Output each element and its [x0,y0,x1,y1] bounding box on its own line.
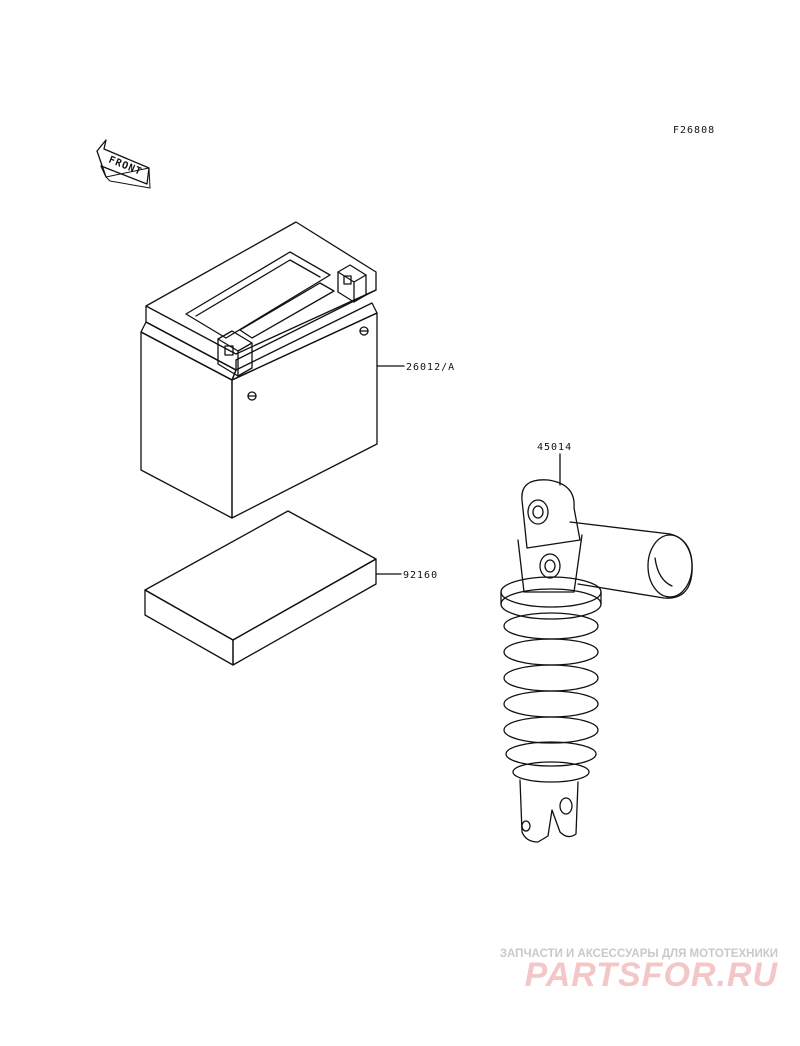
front-arrow-icon: FRONT [96,139,151,189]
battery-illustration [140,221,378,519]
part-label-shock: 45014 [537,442,572,453]
watermark-logo: PARTSFOR.RU [524,956,778,994]
shock-absorber-illustration [500,453,693,843]
figure-code: F26808 [673,125,715,136]
pad-illustration [144,510,377,666]
part-label-pad: 92160 [403,570,438,581]
watermark-tagline: ЗАПЧАСТИ И АКСЕССУАРЫ ДЛЯ МОТОТЕХНИКИ [499,948,778,960]
part-label-battery: 26012/A [406,362,455,373]
watermark: ЗАПЧАСТИ И АКСЕССУАРЫ ДЛЯ МОТОТЕХНИКИ PA… [500,948,778,995]
